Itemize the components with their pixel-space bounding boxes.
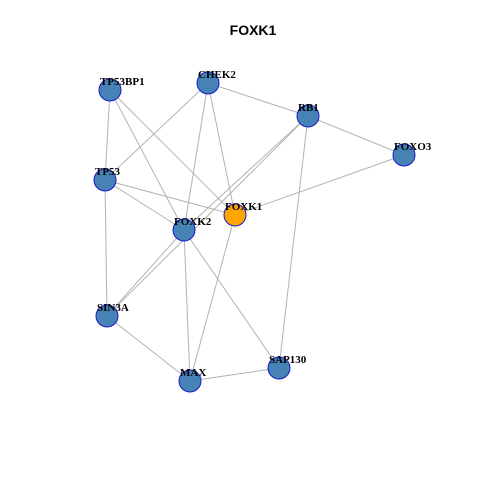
node-sin3a: SIN3A: [95, 302, 129, 328]
edge-tp53bp1-foxk1: [109, 89, 236, 216]
edge-rb1-sap130: [278, 115, 309, 369]
node-foxk2: FOXK2: [172, 216, 212, 242]
node-foxk1: FOXK1: [223, 201, 262, 227]
node-circle: [178, 369, 202, 393]
edge-chek2-tp53: [104, 82, 209, 181]
edges-layer: [104, 82, 405, 382]
node-tp53bp1: TP53BP1: [98, 76, 145, 102]
node-label: FOXK2: [174, 216, 212, 228]
edge-sin3a-max: [106, 315, 191, 382]
node-label: FOXO3: [394, 141, 432, 153]
edge-rb1-foxk2: [183, 115, 309, 231]
node-label: FOXK1: [225, 201, 262, 213]
node-label: SAP130: [269, 354, 307, 366]
edge-foxk2-sap130: [183, 229, 280, 369]
node-label: CHEK2: [198, 69, 236, 81]
node-circle: [93, 168, 117, 192]
node-circle: [172, 218, 196, 242]
node-foxo3: FOXO3: [392, 141, 432, 167]
edge-foxk1-max: [189, 214, 236, 382]
node-label: MAX: [180, 367, 206, 379]
edge-foxk2-sin3a: [106, 229, 185, 317]
edge-tp53-foxk2: [104, 179, 185, 231]
edge-foxo3-foxk1: [234, 154, 405, 216]
edge-tp53bp1-tp53: [104, 89, 111, 181]
edge-rb1-sin3a: [106, 115, 309, 317]
node-chek2: CHEK2: [196, 69, 236, 95]
node-label: TP53: [95, 166, 121, 178]
node-label: TP53BP1: [100, 76, 145, 88]
edge-max-sap130: [189, 367, 280, 382]
node-sap130: SAP130: [267, 354, 307, 380]
node-rb1: RB1: [296, 102, 320, 128]
edge-chek2-rb1: [207, 82, 309, 117]
node-label: RB1: [298, 102, 319, 114]
diagram-title: FOXK1: [230, 22, 277, 38]
edge-chek2-foxk2: [183, 82, 209, 231]
node-circle: [223, 203, 247, 227]
edge-tp53-sin3a: [104, 179, 108, 317]
node-circle: [296, 104, 320, 128]
edge-foxk2-max: [183, 229, 191, 382]
node-max: MAX: [178, 367, 206, 393]
node-circle: [98, 78, 122, 102]
node-circle: [392, 143, 416, 167]
edge-rb1-foxo3: [307, 115, 405, 156]
node-circle: [95, 304, 119, 328]
node-label: SIN3A: [97, 302, 129, 314]
node-circle: [196, 71, 220, 95]
edge-tp53-foxk1: [104, 179, 236, 216]
node-circle: [267, 356, 291, 380]
edge-tp53bp1-foxk2: [109, 89, 185, 231]
node-tp53: TP53: [93, 166, 121, 192]
